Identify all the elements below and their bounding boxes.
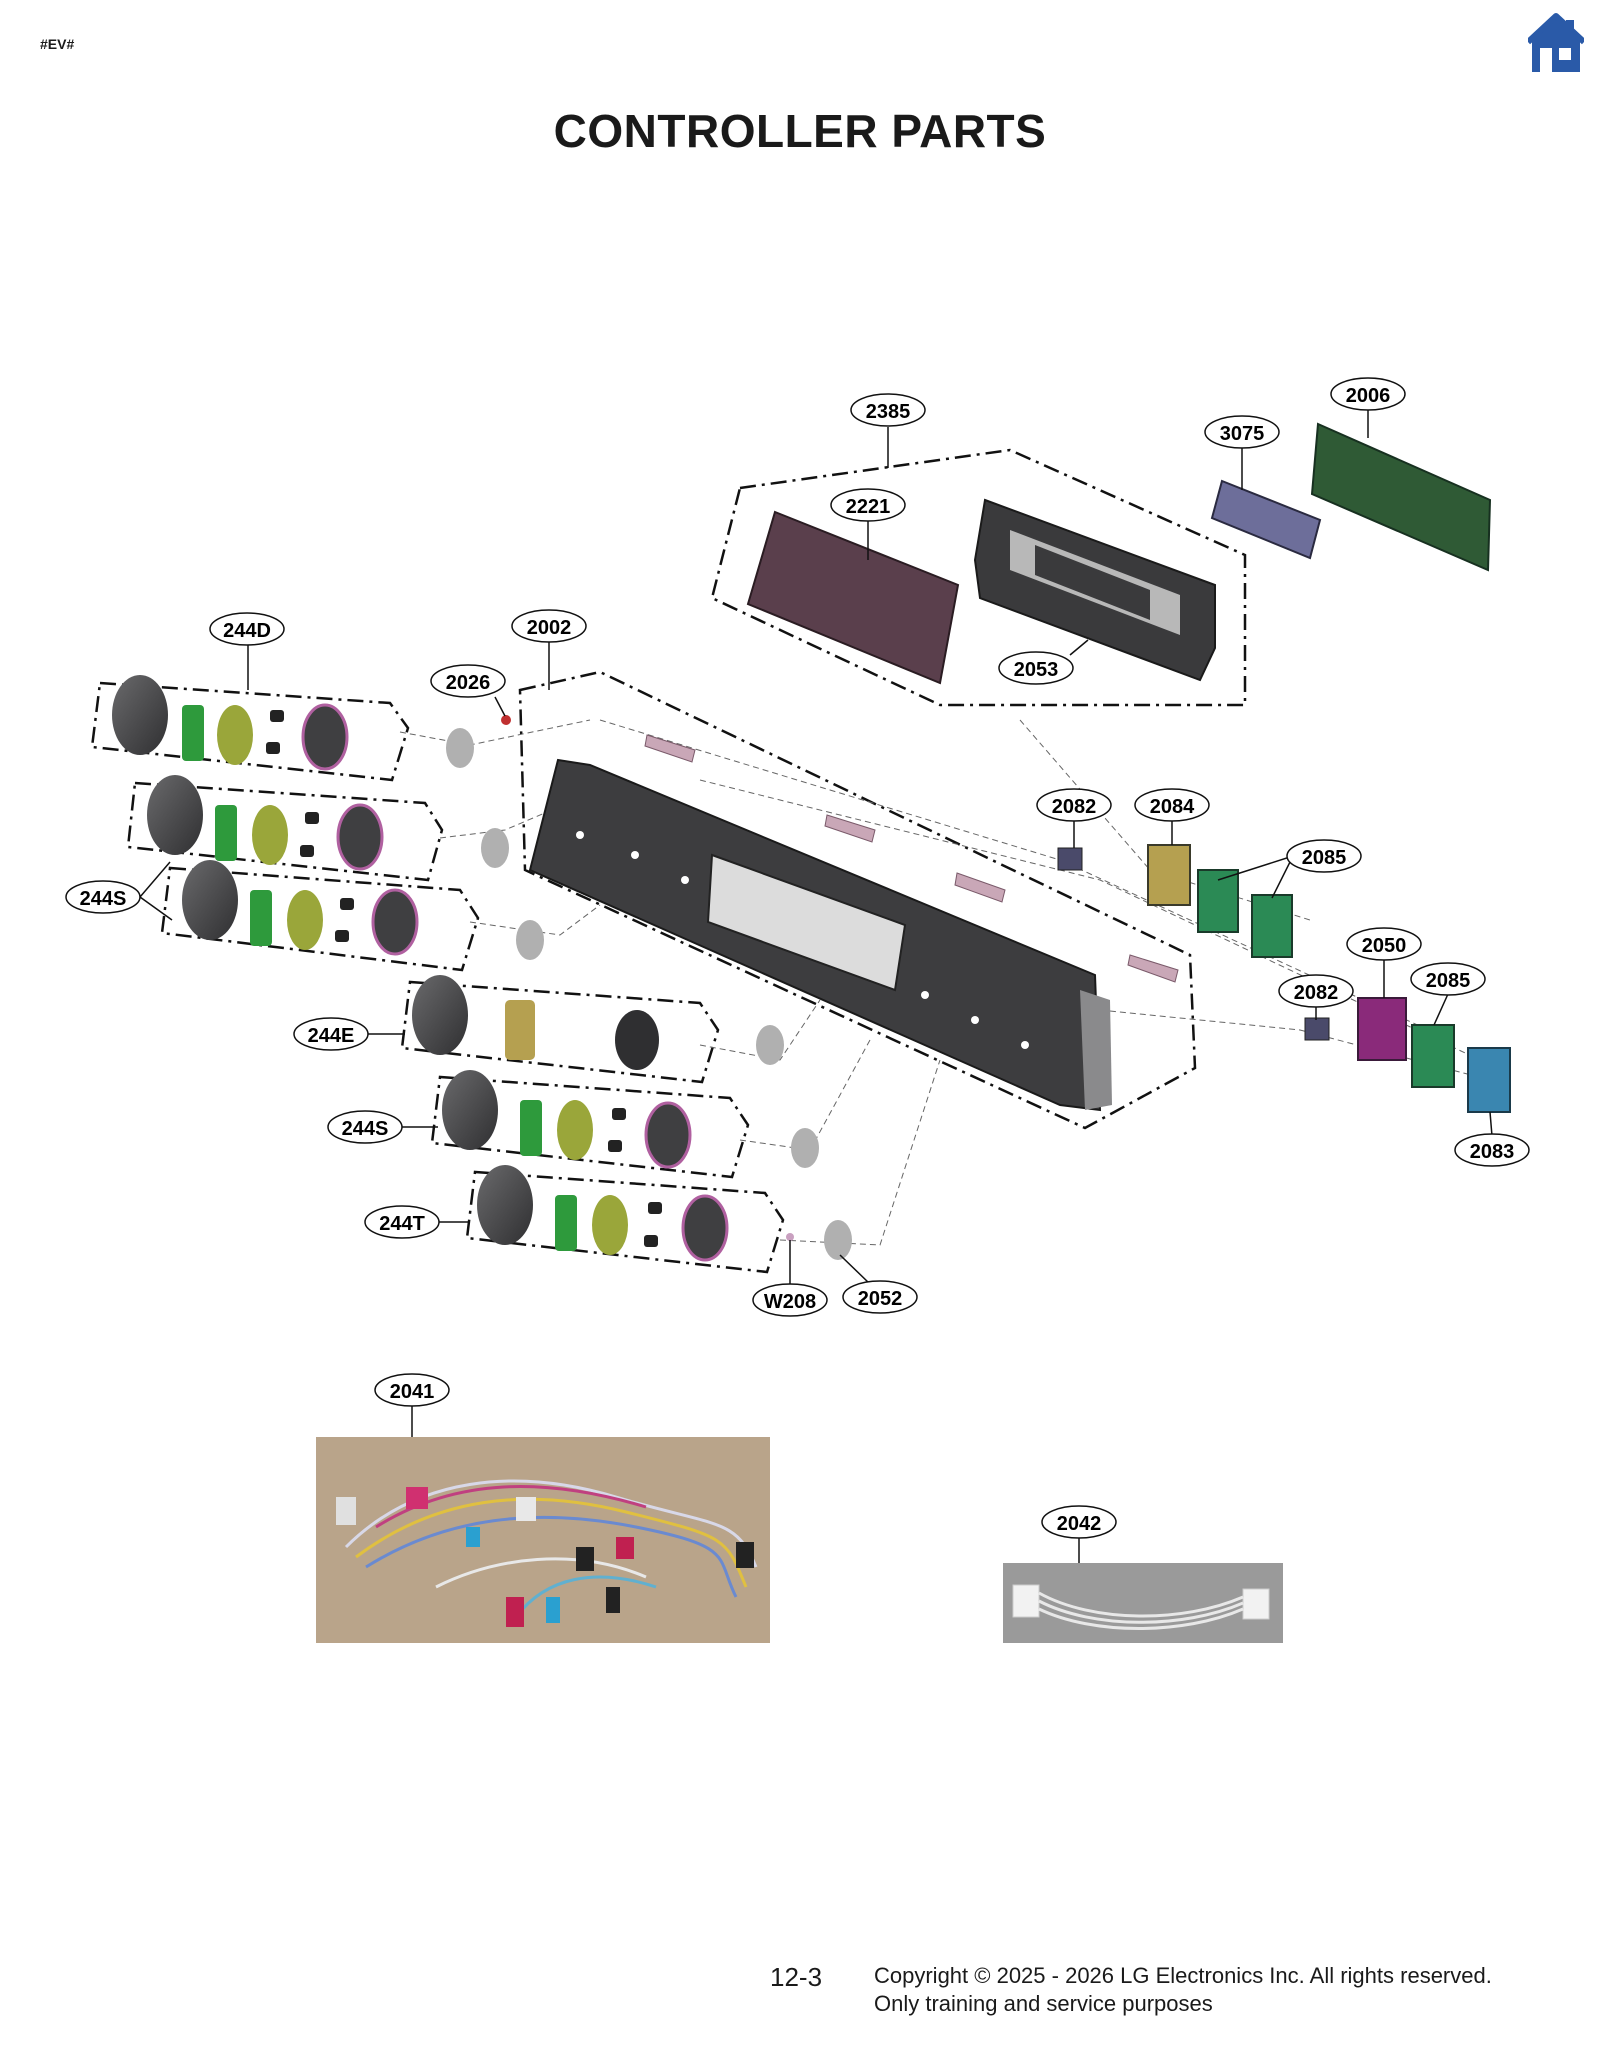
callout-2042: 2042 — [1041, 1505, 1117, 1539]
part-3075 — [1210, 479, 1322, 560]
callout-2050: 2050 — [1346, 927, 1422, 961]
purpose-text: Only training and service purposes — [874, 1991, 1213, 2016]
wire-harness-photo-2041 — [316, 1437, 770, 1643]
home-icon[interactable] — [1528, 12, 1584, 76]
svg-text:2082: 2082 — [1294, 982, 1339, 1004]
svg-text:2085: 2085 — [1426, 970, 1471, 992]
callout-2085-b: 2085 — [1410, 962, 1486, 996]
callout-2082-a: 2082 — [1036, 788, 1112, 822]
callout-244D: 244D — [209, 612, 285, 646]
callout-2221: 2221 — [830, 488, 906, 522]
callout-3075: 3075 — [1204, 415, 1280, 449]
callout-2053: 2053 — [998, 651, 1074, 685]
svg-text:2082: 2082 — [1052, 796, 1097, 818]
copyright-block: Copyright © 2025 - 2026 LG Electronics I… — [874, 1962, 1492, 2018]
svg-text:2083: 2083 — [1470, 1141, 1515, 1163]
callout-2085-a: 2085 — [1286, 839, 1362, 873]
callout-2082-b: 2082 — [1278, 974, 1354, 1008]
knob-row-244T — [477, 1165, 852, 1262]
svg-text:244D: 244D — [223, 620, 271, 642]
svg-text:3075: 3075 — [1220, 423, 1265, 445]
knob-row-244D — [112, 675, 474, 771]
svg-text:2085: 2085 — [1302, 847, 1347, 869]
group-244T-outline — [465, 1170, 785, 1274]
doc-tag: #EV# — [40, 36, 75, 52]
callout-244S-a: 244S — [65, 880, 141, 914]
callout-2385: 2385 — [850, 393, 926, 427]
callout-244E: 244E — [293, 1017, 369, 1051]
callout-2052: 2052 — [842, 1280, 918, 1314]
group-2002-outline — [518, 670, 1197, 1130]
display-frame-2053 — [973, 498, 1216, 682]
group-2385-outline — [710, 448, 1247, 707]
svg-text:2006: 2006 — [1346, 385, 1391, 407]
callout-2026: 2026 — [430, 664, 506, 698]
callout-244S-b: 244S — [327, 1110, 403, 1144]
copyright-text: Copyright © 2025 - 2026 LG Electronics I… — [874, 1963, 1492, 1988]
svg-text:2042: 2042 — [1057, 1513, 1102, 1535]
knob-row-244S-1 — [147, 775, 509, 871]
svg-text:244S: 244S — [80, 888, 127, 910]
svg-text:244S: 244S — [342, 1118, 389, 1140]
svg-text:2385: 2385 — [866, 401, 911, 423]
svg-text:W208: W208 — [764, 1291, 816, 1313]
svg-text:2052: 2052 — [858, 1288, 903, 1310]
group-244S1-outline — [126, 781, 444, 882]
svg-text:2002: 2002 — [527, 617, 572, 639]
callout-2006: 2006 — [1330, 377, 1406, 411]
callout-W208: W208 — [752, 1283, 828, 1317]
group-244E-outline — [400, 980, 720, 1084]
group-244S3-outline — [430, 1075, 750, 1179]
callout-244T: 244T — [364, 1205, 440, 1239]
switch-group-lower — [1304, 997, 1511, 1113]
knob-row-244E — [412, 975, 784, 1070]
callout-2002: 2002 — [511, 609, 587, 643]
svg-text:244T: 244T — [379, 1213, 425, 1235]
knob-row-244S-3 — [442, 1070, 819, 1169]
page-number: 12-3 — [770, 1962, 823, 1992]
control-panel-2002 — [528, 758, 1112, 1112]
group-244D-outline — [90, 681, 410, 782]
knob-row-244S-2 — [182, 860, 544, 960]
svg-text:2221: 2221 — [846, 496, 891, 518]
callout-2083: 2083 — [1454, 1133, 1530, 1167]
wire-harness-photo-2042 — [1003, 1563, 1283, 1643]
switch-group-upper — [1057, 844, 1293, 958]
group-244S2-outline — [160, 866, 480, 972]
svg-text:2053: 2053 — [1014, 659, 1059, 681]
svg-text:2041: 2041 — [390, 1381, 435, 1403]
screw-w208 — [786, 1233, 794, 1241]
part-2026-dot — [501, 715, 511, 725]
pcb-2006 — [1310, 422, 1492, 572]
svg-text:2084: 2084 — [1150, 796, 1195, 818]
page-title: CONTROLLER PARTS — [553, 105, 1047, 157]
svg-text:2050: 2050 — [1362, 935, 1407, 957]
callout-2084: 2084 — [1134, 788, 1210, 822]
callout-2041: 2041 — [374, 1373, 450, 1407]
touch-window-2221 — [746, 510, 960, 685]
svg-text:244E: 244E — [308, 1025, 355, 1047]
svg-text:2026: 2026 — [446, 672, 491, 694]
